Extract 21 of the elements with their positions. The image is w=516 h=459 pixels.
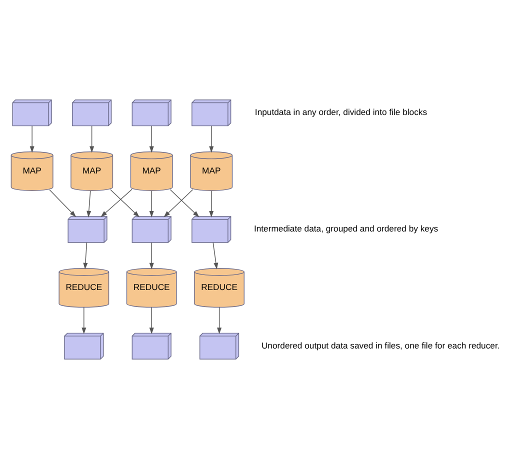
arrow (149, 307, 154, 334)
arrow (170, 189, 200, 218)
arrow (149, 126, 154, 153)
arrow (100, 188, 132, 218)
arrow (83, 242, 88, 270)
arrow (209, 126, 214, 153)
arrow (149, 242, 154, 270)
arrow (82, 307, 86, 334)
label: Unordered output data saved in files, one file for each reducer. (261, 340, 500, 350)
label: Inputdata in any order, divided into file blocks (254, 107, 428, 118)
arrow (164, 189, 194, 218)
arrow (90, 126, 94, 153)
arrow (30, 126, 34, 153)
arrow (217, 307, 222, 334)
arrow (149, 190, 154, 218)
arrow (209, 190, 214, 218)
label: Intermediate data, grouped and ordered by keys (254, 224, 438, 234)
arrow (110, 189, 140, 218)
arrow (49, 190, 76, 218)
arrow (212, 242, 218, 270)
arrow (86, 190, 92, 218)
